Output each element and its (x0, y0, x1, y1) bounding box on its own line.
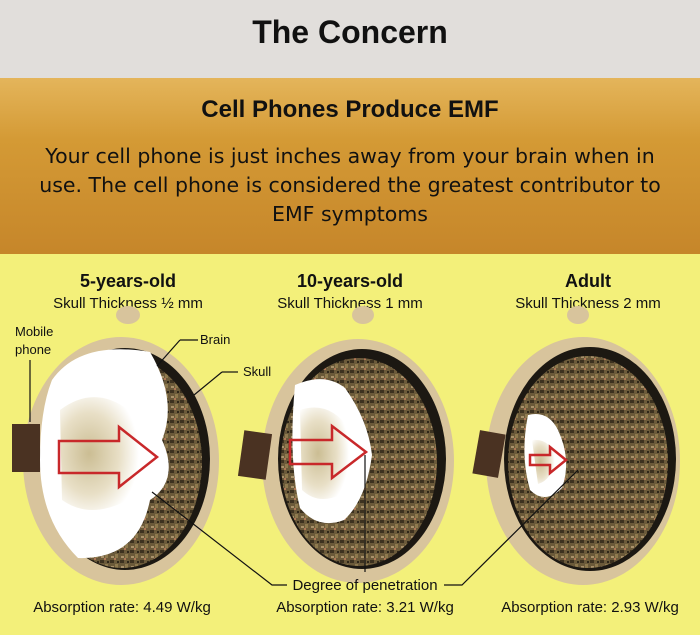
emf-penetration-illustration: 5-years-old Skull Thickness ½ mm 10-year… (12, 271, 680, 616)
header-bar (0, 0, 700, 78)
mobile-phone-icon (237, 430, 273, 480)
age-label: Adult (565, 271, 611, 291)
head-10-years-old (237, 306, 454, 583)
absorption-rate: Absorption rate: 2.93 W/kg (501, 599, 679, 616)
page-title: The Concern (252, 14, 448, 50)
mobile-phone-icon (12, 424, 40, 472)
brain-label: Brain (200, 332, 230, 347)
banner-line: EMF symptoms (272, 202, 428, 226)
mobile-phone-label: Mobile (15, 324, 53, 339)
skull-thickness-label: Skull Thickness 2 mm (515, 295, 661, 312)
banner-line: use. The cell phone is considered the gr… (39, 173, 661, 197)
head-adult (472, 306, 680, 585)
mobile-phone-icon (472, 430, 506, 478)
age-label: 10-years-old (297, 271, 403, 291)
age-label: 5-years-old (80, 271, 176, 291)
banner-line: Your cell phone is just inches away from… (45, 144, 655, 168)
mobile-phone-label: phone (15, 342, 51, 357)
banner-heading: Cell Phones Produce EMF (201, 96, 499, 123)
absorption-rate: Absorption rate: 4.49 W/kg (33, 599, 211, 616)
penetration-label: Degree of penetration (292, 577, 437, 594)
skull-label: Skull (243, 364, 271, 379)
banner-text: Your cell phone is just inches away from… (16, 142, 684, 229)
skull-thickness-label: Skull Thickness 1 mm (277, 295, 423, 312)
absorption-rate: Absorption rate: 3.21 W/kg (276, 599, 454, 616)
info-banner (0, 78, 700, 254)
head-5-years-old (12, 306, 219, 585)
skull-thickness-label: Skull Thickness ½ mm (53, 295, 203, 312)
